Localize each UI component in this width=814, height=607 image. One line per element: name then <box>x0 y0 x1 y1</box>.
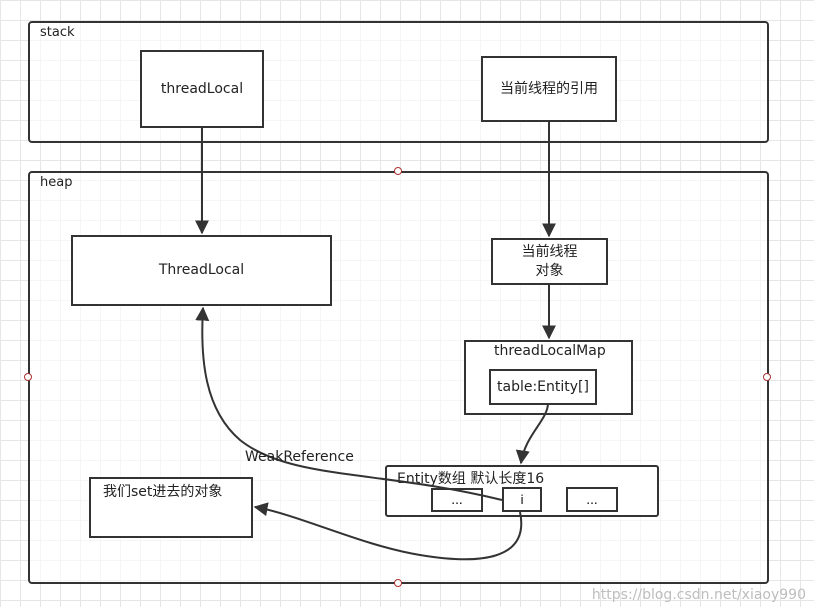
current-thread-object-text-line2: 对象 <box>535 262 564 279</box>
threadlocal-reference-text: threadLocal <box>160 80 244 97</box>
weak-reference-label: WeakReference <box>245 449 354 465</box>
set-object-node[interactable]: 我们set进去的对象 <box>89 477 253 538</box>
entity-cell-left[interactable]: ... <box>431 488 483 512</box>
threadlocal-reference-node[interactable]: threadLocal <box>140 50 264 128</box>
threadlocal-object-text: ThreadLocal <box>158 262 245 279</box>
entity-cell-right-text: ... <box>586 492 598 507</box>
set-object-text: 我们set进去的对象 <box>103 484 223 500</box>
watermark: https://blog.csdn.net/xiaoy990 <box>591 587 806 603</box>
current-thread-object-text-line1: 当前线程 <box>521 244 578 261</box>
threadlocalmap-title: threadLocalMap <box>494 343 606 359</box>
stack-label: stack <box>40 25 75 40</box>
heap-resize-handle-bottom[interactable] <box>394 579 402 587</box>
table-field-node[interactable]: table:Entity[] <box>489 369 597 405</box>
heap-resize-handle-right[interactable] <box>763 373 771 381</box>
heap-resize-handle-left[interactable] <box>24 373 32 381</box>
heap-label: heap <box>40 175 73 190</box>
current-thread-reference-text: 当前线程的引用 <box>500 80 598 97</box>
entity-cell-right[interactable]: ... <box>566 487 618 512</box>
entity-cell-left-text: ... <box>451 493 463 507</box>
entity-array-title: Entity数组 默认长度16 <box>397 471 545 487</box>
entity-cell-i[interactable]: i <box>502 487 542 512</box>
table-field-text: table:Entity[] <box>497 378 589 395</box>
heap-resize-handle-top[interactable] <box>394 167 402 175</box>
entity-cell-i-text: i <box>520 492 524 507</box>
threadlocal-object-node[interactable]: ThreadLocal <box>71 235 332 306</box>
current-thread-reference-node[interactable]: 当前线程的引用 <box>481 56 617 122</box>
current-thread-object-node[interactable]: 当前线程 对象 <box>491 238 608 285</box>
threadlocalmap-node[interactable]: threadLocalMap table:Entity[] <box>464 340 633 415</box>
